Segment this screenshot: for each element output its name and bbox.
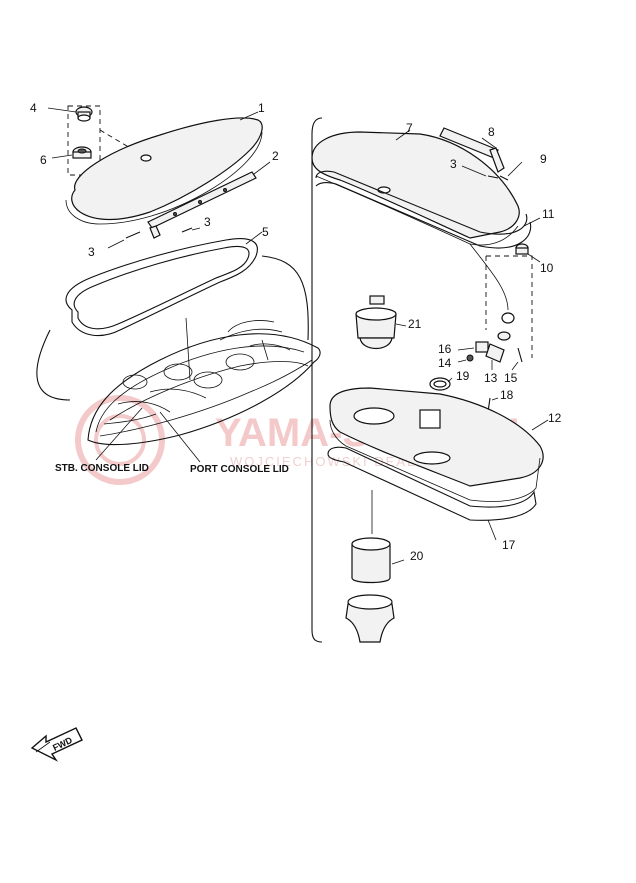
part-19-ring xyxy=(429,377,453,391)
part-1-lid xyxy=(65,111,263,225)
boat-illustration xyxy=(87,317,321,463)
callout-20: 20 xyxy=(410,549,424,563)
callout-13: 13 xyxy=(484,371,498,385)
callout-3b: 3 xyxy=(88,245,95,259)
callout-5: 5 xyxy=(262,225,269,239)
callout-7: 7 xyxy=(406,121,413,135)
part-21-cup-holder xyxy=(355,295,407,350)
callout-1: 1 xyxy=(258,101,265,115)
callout-3a: 3 xyxy=(204,215,211,229)
part-8-hinge xyxy=(439,127,505,173)
latch-small-parts xyxy=(457,312,523,371)
leader-stb-curve xyxy=(36,329,71,401)
callout-14: 14 xyxy=(438,356,452,370)
callout-3c: 3 xyxy=(450,157,457,171)
part-17-gasket xyxy=(327,446,537,541)
callout-numbers: 1 2 3 3 3 4 5 6 7 8 9 10 11 12 13 14 15 … xyxy=(30,101,562,563)
callout-21: 21 xyxy=(408,317,422,331)
leader-curve-right xyxy=(261,255,309,341)
callout-10: 10 xyxy=(540,261,554,275)
callout-19: 19 xyxy=(456,369,470,383)
callout-16: 16 xyxy=(438,342,452,356)
part-5-seal xyxy=(65,231,263,337)
callout-8: 8 xyxy=(488,125,495,139)
section-bracket xyxy=(311,117,323,643)
part-12-tray xyxy=(329,387,549,502)
part-11-seal xyxy=(315,170,541,249)
callout-4: 4 xyxy=(30,101,37,115)
part-3-screws-left xyxy=(107,227,201,249)
caption-port-console-lid: PORT CONSOLE LID xyxy=(190,464,289,475)
callout-2: 2 xyxy=(272,149,279,163)
callout-15: 15 xyxy=(504,371,518,385)
callout-6: 6 xyxy=(40,153,47,167)
callout-11: 11 xyxy=(542,207,555,221)
callout-9: 9 xyxy=(540,152,547,166)
part-3-9-screws-right xyxy=(461,161,523,181)
fwd-arrow-icon: FWD xyxy=(30,727,83,762)
watermark-logo-icon xyxy=(75,395,165,485)
callout-18: 18 xyxy=(500,388,514,402)
part-2-hinge xyxy=(147,161,271,239)
callout-17: 17 xyxy=(502,538,516,552)
part-10-latch xyxy=(515,243,541,263)
part-20-cup-insert xyxy=(345,537,405,643)
caption-stb-console-lid: STB. CONSOLE LID xyxy=(55,463,149,474)
dashed-guide-right xyxy=(486,255,533,358)
callout-12: 12 xyxy=(548,411,562,425)
